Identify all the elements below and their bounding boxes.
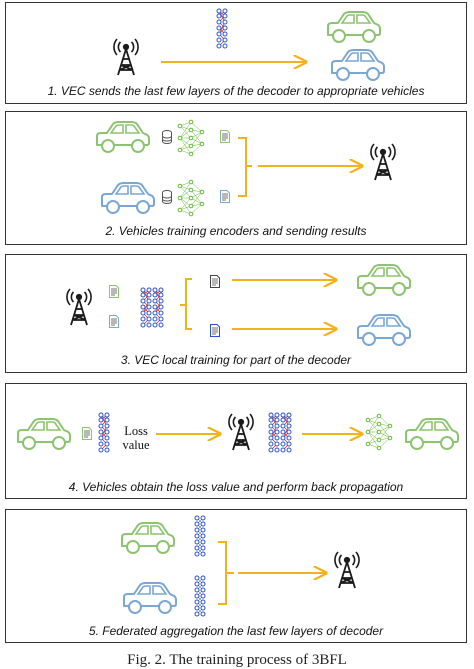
car-icon [405,418,459,450]
loss-label-line2: value [122,438,150,452]
step-5-panel: 5. Federated aggregation the last few la… [5,509,467,643]
neural-net-icon [268,412,280,453]
neural-net-icon [365,413,393,451]
step-2-panel: 2. Vehicles training encoders and sendin… [5,111,467,245]
document-icon [109,285,119,298]
car-icon [331,49,385,81]
neural-net-icon [177,119,205,157]
figure-caption: Fig. 2. The training process of 3BFL [127,652,347,668]
neural-net-icon [152,287,164,328]
neural-net-icon [177,179,205,217]
neural-net-icon [194,575,206,617]
car-icon [101,182,155,214]
loss-value-label: Loss value [119,424,153,452]
document-icon [109,315,119,328]
step-2-caption: 2. Vehicles training encoders and sendin… [105,224,367,238]
step-3-caption: 3. VEC local training for part of the de… [120,353,352,367]
bracket-icon [238,137,252,197]
neural-net-icon [280,412,292,453]
tower-icon [334,551,360,589]
tower-icon [370,143,396,181]
step-3-panel: 3. VEC local training for part of the de… [5,254,467,373]
document-icon [210,324,220,337]
database-icon [162,130,172,144]
document-icon [220,130,230,143]
tower-icon [113,38,139,76]
car-icon [121,522,175,554]
neural-net-icon [98,412,110,453]
document-icon [220,190,230,203]
step-5-caption: 5. Federated aggregation the last few la… [88,624,384,638]
document-icon [82,427,92,440]
step-1-panel: 1. VEC sends the last few layers of the … [5,2,467,104]
step-4-caption: 4. Vehicles obtain the loss value and pe… [68,480,404,494]
car-icon [17,418,71,450]
neural-net-icon [194,515,206,557]
neural-net-icon [140,287,152,328]
document-icon [210,275,220,288]
car-icon [123,582,177,614]
car-icon [327,11,381,43]
database-icon [162,190,172,204]
neural-net-icon [216,8,228,49]
tower-icon [228,413,254,451]
step-1-caption: 1. VEC sends the last few layers of the … [47,84,425,98]
tower-icon [66,288,92,326]
car-icon [96,121,150,153]
step-4-panel: Loss value 4. Vehicles obtain the loss v… [5,383,467,499]
car-icon [357,264,411,296]
bracket-icon [218,541,234,605]
loss-label-line1: Loss [124,424,148,438]
bracket-icon [180,278,192,330]
car-icon [357,314,411,346]
